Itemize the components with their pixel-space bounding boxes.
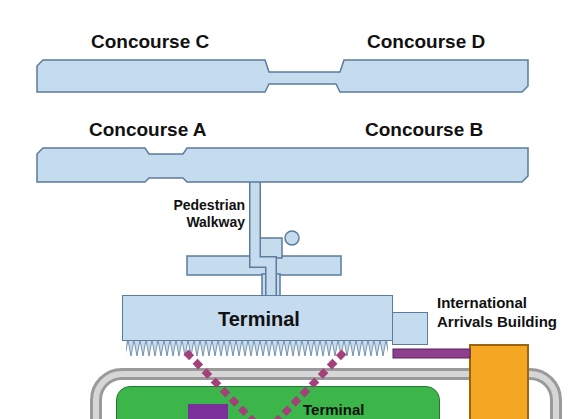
concourse-bar: Concourse AConcourse B xyxy=(37,148,528,184)
node-label: Concourse A xyxy=(89,119,207,141)
bar-outline xyxy=(37,60,528,96)
terminal-building: Terminal xyxy=(122,295,393,341)
terminal-gates xyxy=(126,340,388,357)
node-label: Terminal xyxy=(303,401,364,418)
walkway-label: Pedestrian Walkway xyxy=(145,197,245,231)
node-label: Concourse D xyxy=(367,31,485,53)
bar-outline xyxy=(37,148,528,184)
node-label: International Arrivals Building xyxy=(437,293,577,331)
purple-connector xyxy=(393,349,470,358)
concourse-bar: Concourse CConcourse D xyxy=(37,60,528,96)
node-label: Terminal xyxy=(218,308,300,331)
node-label: Concourse B xyxy=(365,119,483,141)
parking-building xyxy=(470,345,528,419)
arrivals-building: International Arrivals Building xyxy=(392,312,428,345)
pedestrian-walkway xyxy=(255,182,271,295)
node-label: Concourse C xyxy=(91,31,209,53)
terminal-area: Terminal xyxy=(116,386,440,419)
